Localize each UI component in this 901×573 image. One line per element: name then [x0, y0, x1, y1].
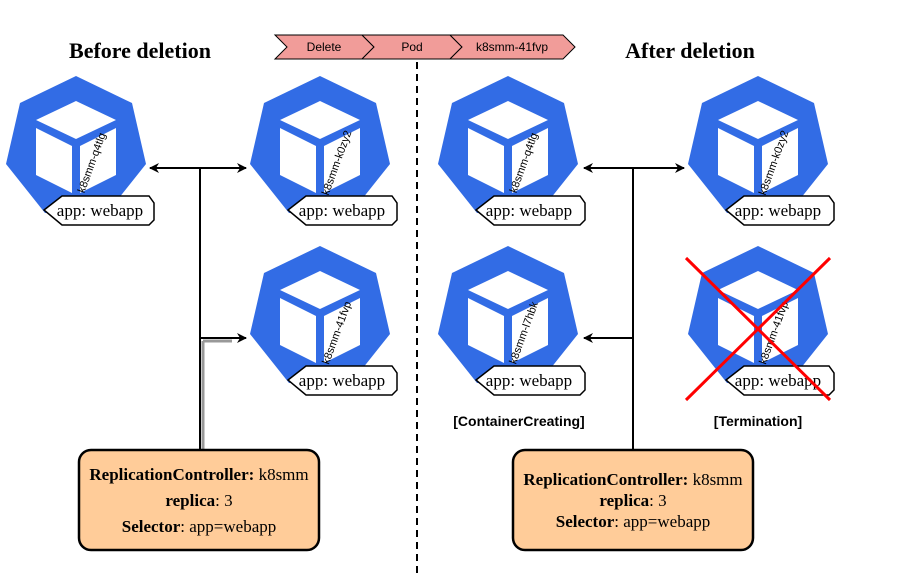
rc-replica-value: : 3	[649, 491, 666, 510]
pod-label: app: webapp	[57, 201, 143, 220]
command-pod-name: k8smm-41fvp	[476, 40, 548, 54]
pod-cube-icon	[6, 76, 146, 213]
rc-selector-key: Selector	[122, 517, 181, 536]
before-pod-q4tlg: k8smm-q4tlg app: webapp	[6, 76, 155, 226]
pod-label-tag	[474, 195, 586, 226]
pod-label-tag	[42, 195, 155, 226]
pod-label-tag	[724, 365, 835, 396]
heading-before: Before deletion	[69, 38, 211, 63]
svg-text:Selector: app=webapp: Selector: app=webapp	[122, 517, 277, 536]
after-pod-l7hbk: k8smm-l7hbk app: webapp [ContainerCreati…	[438, 246, 586, 429]
pod-label: app: webapp	[735, 371, 821, 390]
svg-text:replica: 3: replica: 3	[165, 491, 232, 510]
pod-label-tag	[286, 365, 398, 396]
rc-replica-value: : 3	[215, 491, 232, 510]
pod-label-tag	[724, 195, 835, 226]
rc-selector-value: : app=webapp	[180, 517, 276, 536]
pod-status: [Termination]	[714, 413, 802, 429]
svg-text:Selector: app=webapp: Selector: app=webapp	[556, 512, 711, 531]
after-pod-k0zy2: k8smm-k0zy2 app: webapp	[688, 76, 835, 226]
rc-selector-key: Selector	[556, 512, 615, 531]
pod-label: app: webapp	[299, 201, 385, 220]
pod-label-tag	[286, 195, 398, 226]
before-pod-k0zy2: k8smm-k0zy2 app: webapp	[250, 76, 398, 226]
pod-status: [ContainerCreating]	[453, 413, 584, 429]
rc-selector-value: : app=webapp	[614, 512, 710, 531]
pod-label: app: webapp	[735, 201, 821, 220]
heading-after: After deletion	[625, 38, 755, 63]
rc-replica-key: replica	[599, 491, 649, 510]
after-pod-q4tlg: k8smm-q4tlg app: webapp	[438, 76, 586, 226]
pod-label: app: webapp	[299, 371, 385, 390]
svg-text:ReplicationController: k8smm: ReplicationController: k8smm	[523, 470, 742, 489]
command-chevrons: Delete Pod k8smm-41fvp	[273, 34, 576, 60]
after-pod-41fvp: k8smm-41fvp app: webapp [Termination]	[684, 246, 835, 429]
rc-replica-key: replica	[165, 491, 215, 510]
before-replication-controller: ReplicationController: k8smm replica: 3 …	[77, 448, 321, 552]
pod-label: app: webapp	[486, 371, 572, 390]
command-delete: Delete	[307, 40, 342, 54]
before-connectors	[149, 163, 247, 450]
before-pod-41fvp: k8smm-41fvp app: webapp	[250, 246, 398, 396]
command-pod: Pod	[401, 40, 422, 54]
rc-kind-key: ReplicationController:	[523, 470, 688, 489]
pod-label: app: webapp	[486, 201, 572, 220]
terminated-cross-icon	[684, 256, 832, 402]
after-connectors	[583, 163, 685, 450]
pod-label-tag	[474, 365, 586, 396]
rc-kind-key: ReplicationController:	[89, 465, 254, 484]
pod-cube-icon	[438, 76, 578, 213]
svg-text:replica: 3: replica: 3	[599, 491, 666, 510]
rc-kind-value: k8smm	[254, 465, 308, 484]
svg-text:ReplicationController: k8smm: ReplicationController: k8smm	[89, 465, 308, 484]
after-replication-controller: ReplicationController: k8smm replica: 3 …	[511, 448, 755, 552]
rc-kind-value: k8smm	[688, 470, 742, 489]
